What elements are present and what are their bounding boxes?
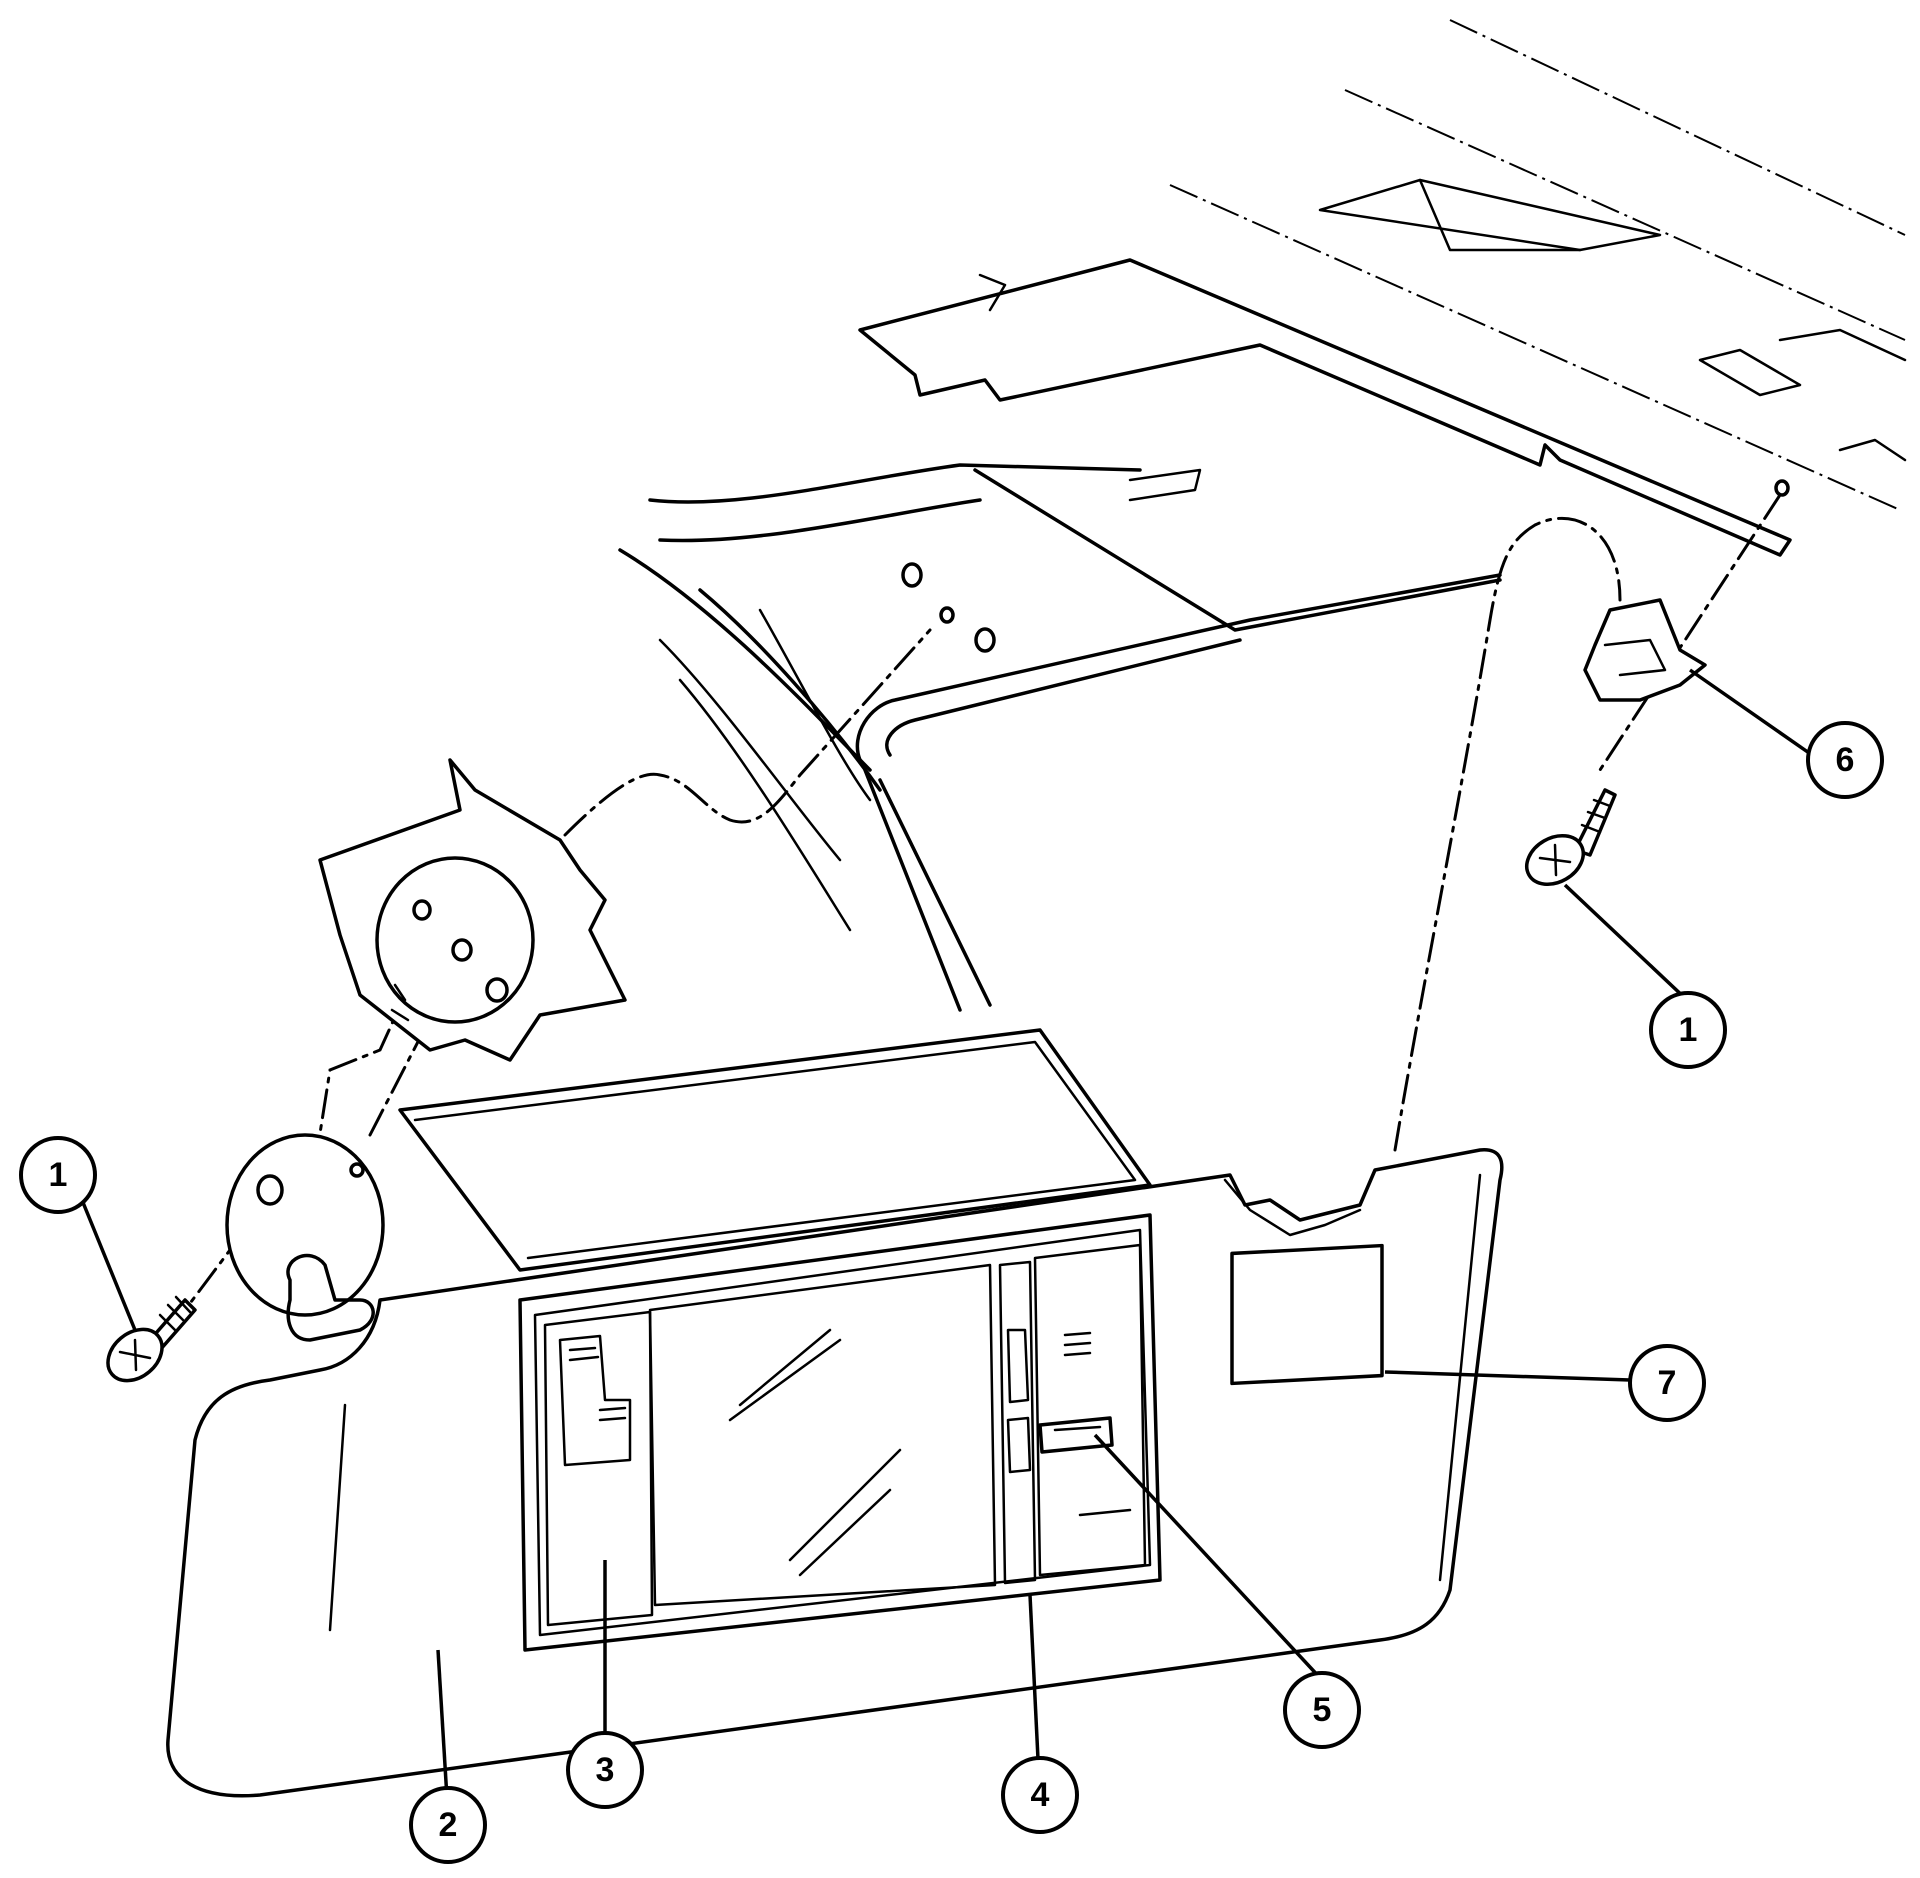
svg-text:5: 5 [1313, 1691, 1332, 1729]
visor-warning-label [1230, 1243, 1384, 1386]
svg-text:3: 3 [596, 1751, 615, 1789]
callout-7: 7 [1628, 1344, 1706, 1422]
screw-right [1525, 788, 1617, 886]
headliner-panel [858, 258, 1792, 557]
callout-4: 4 [1001, 1756, 1079, 1834]
roof-headliner-outline [1169, 19, 1907, 511]
visor-pivot-bracket [318, 758, 627, 1062]
mirror-cover-door [398, 1028, 1152, 1272]
callout-5: 5 [1283, 1671, 1361, 1749]
svg-text:7: 7 [1658, 1364, 1677, 1402]
svg-text:4: 4 [1031, 1776, 1050, 1814]
svg-text:1: 1 [1679, 1011, 1698, 1049]
callout-1-right: 1 [1649, 991, 1727, 1069]
roof-mount-holes [901, 479, 1790, 653]
visor-retainer-clip [1583, 598, 1707, 702]
callout-1-left: 1 [19, 1136, 97, 1214]
callout-6: 6 [1806, 721, 1884, 799]
visor-pivot-mount [225, 1133, 385, 1342]
vanity-mirror-assembly [518, 1213, 1162, 1652]
svg-text:2: 2 [439, 1806, 458, 1844]
svg-text:6: 6 [1836, 741, 1855, 779]
callout-3: 3 [566, 1731, 644, 1809]
svg-text:1: 1 [49, 1156, 68, 1194]
callout-2: 2 [409, 1786, 487, 1864]
windshield-frame [618, 463, 1502, 1012]
screw-left [106, 1295, 197, 1383]
